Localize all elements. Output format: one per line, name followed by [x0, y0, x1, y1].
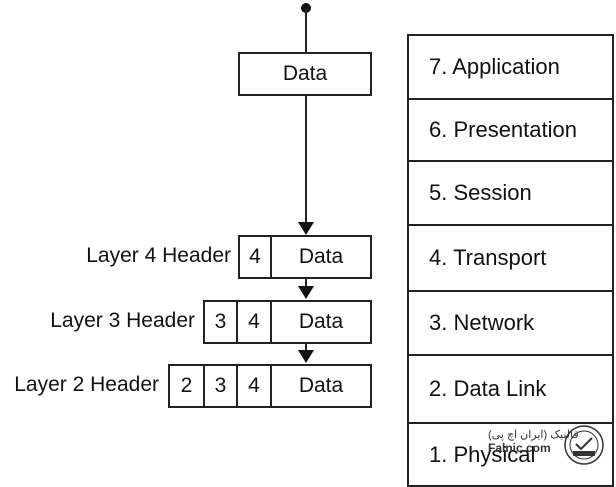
osi-layer-session: 5. Session [407, 160, 614, 226]
cell-text: 4 [248, 310, 260, 333]
osi-layer-application: 7. Application [407, 34, 614, 100]
watermark-url: Falnic.com [488, 441, 551, 455]
layer2-cell-4: 4 [236, 364, 272, 408]
cell-text: 4 [248, 374, 260, 397]
data-text: Data [298, 245, 344, 268]
cell-text: 2 [180, 374, 193, 397]
osi-layer-label: 4. Transport [429, 245, 547, 270]
layer2-data-box: Data [270, 364, 372, 408]
cell-text: 3 [214, 310, 227, 333]
layer2-cell-3: 3 [203, 364, 238, 408]
layer3-header-label: Layer 3 Header [50, 309, 195, 332]
osi-layer-transport: 4. Transport [407, 224, 614, 292]
osi-layer-label: 7. Application [429, 54, 560, 79]
layer2-header-label: Layer 2 Header [14, 373, 159, 396]
osi-layer-label: 6. Presentation [429, 117, 577, 142]
cell-text: 3 [214, 374, 227, 397]
osi-layer-presentation: 6. Presentation [407, 98, 614, 162]
data-box: Data [238, 52, 372, 96]
arrow-to-l2 [298, 350, 314, 363]
data-box-label: Data [282, 62, 328, 85]
data-text: Data [298, 310, 344, 333]
osi-layer-data-link: 2. Data Link [407, 354, 614, 424]
osi-layer-label: 1. Physical [429, 441, 536, 467]
arrow-to-l4 [298, 222, 314, 235]
osi-layer-label: 5. Session [429, 180, 532, 205]
layer3-cell-4: 4 [236, 300, 272, 344]
osi-layer-label: 2. Data Link [429, 376, 547, 401]
layer4-header-label: Layer 4 Header [86, 244, 231, 267]
osi-layer-label: 3. Network [429, 310, 535, 335]
data-text: Data [298, 374, 344, 397]
layer2-cell-2: 2 [168, 364, 205, 408]
watermark-fa-text: فالنیک (ایران اچ پی) [488, 429, 579, 441]
arrow-to-l3 [298, 286, 314, 299]
layer4-data-box: Data [270, 235, 372, 279]
watermark: فالنیک (ایران اچ پی) Falnic.com [488, 428, 579, 455]
cell-text: 4 [249, 245, 261, 268]
osi-layer-network: 3. Network [407, 290, 614, 356]
layer3-data-box: Data [270, 300, 372, 344]
layer4-cell-4: 4 [238, 235, 272, 279]
layer3-cell-3: 3 [203, 300, 238, 344]
watermark-seal-icon [564, 425, 604, 465]
